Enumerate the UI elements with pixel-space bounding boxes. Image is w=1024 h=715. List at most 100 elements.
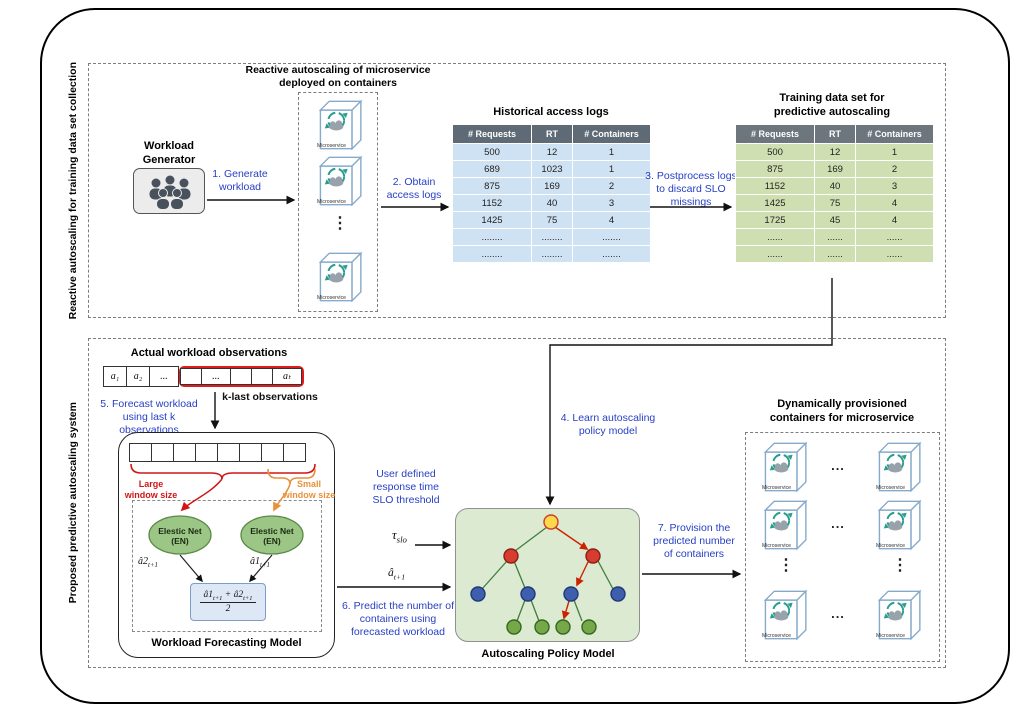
tau: τ: [392, 527, 397, 542]
step-2-label: 2. Obtain access logs: [386, 176, 442, 202]
microservice-label: Microservice: [761, 633, 792, 639]
small-window-arrow: [273, 483, 291, 512]
table-row: .......................: [453, 229, 650, 245]
en-name: Elestic Net: [158, 526, 202, 536]
elastic-net-right-label: Elestic Net (EN): [240, 526, 304, 546]
obs-cell: [230, 368, 252, 385]
cell: 75: [532, 212, 572, 228]
col-containers: # Containers: [573, 125, 650, 143]
forecast-internal-graphics: [130, 463, 316, 583]
cell: 1: [573, 161, 650, 177]
cell: 169: [815, 161, 855, 177]
observations-title: Actual workload observations: [130, 347, 288, 359]
microservice-icon: Microservice: [311, 96, 365, 154]
header-row: # Requests RT # Containers: [453, 125, 650, 143]
cell: .......: [573, 246, 650, 262]
elastic-net-left-ellipse: [148, 515, 212, 555]
cell: 1: [573, 144, 650, 160]
tree-path-arrow: [576, 561, 589, 587]
cell: ......: [856, 246, 933, 262]
policy-model-title: Autoscaling Policy Model: [481, 648, 615, 660]
vertical-ellipsis: ⋮: [778, 557, 794, 574]
cell: 12: [532, 144, 572, 160]
historical-logs-title: Historical access logs: [493, 106, 609, 118]
cell: 1: [856, 144, 933, 160]
provisioned-containers-box: [745, 432, 940, 662]
figure-outer-border: [40, 8, 1010, 704]
horizontal-ellipsis: ...: [831, 516, 845, 531]
tree-root-node: [543, 514, 559, 530]
col-containers: # Containers: [856, 125, 933, 143]
a2-to-average-arrow: [179, 554, 203, 583]
model-window-strip: [129, 443, 306, 462]
cell: 875: [453, 178, 531, 194]
large-window-arrow: [180, 478, 223, 512]
microservice-label: Microservice: [316, 199, 347, 205]
workload-generator-title: Workload Generator: [142, 140, 196, 166]
microservice-stack-box: [298, 92, 378, 312]
cell: ........: [532, 246, 572, 262]
tau-sub: slo: [396, 534, 407, 545]
n1: â1: [203, 589, 214, 600]
cell: ......: [856, 229, 933, 245]
cell: ........: [453, 246, 531, 262]
tree-node-blue: [520, 586, 536, 602]
vertical-ellipsis: ⋮: [892, 557, 908, 574]
step-6-label: 6. Predict the number of containers usin…: [341, 600, 455, 639]
tree-path-arrow: [554, 526, 589, 550]
formula-denominator: 2: [225, 604, 231, 615]
cell: ........: [532, 229, 572, 245]
a1-to-average-arrow: [249, 554, 273, 583]
window-cell: [283, 443, 306, 462]
top-section-label: Reactive autoscaling for training data s…: [64, 62, 82, 319]
cell: 40: [815, 178, 855, 194]
workload-generator-icon: [133, 168, 205, 214]
cell: 75: [815, 195, 855, 211]
a-hat-symbol: ât+1: [388, 567, 405, 581]
training-data-collection-section: [88, 63, 946, 318]
tree-node-red: [585, 548, 601, 564]
small-window-label: Small window size: [282, 479, 336, 500]
n2: â2: [233, 589, 244, 600]
cell: 2: [856, 161, 933, 177]
cell: ......: [736, 229, 814, 245]
cell: ......: [736, 246, 814, 262]
microservice-icon: Microservice: [311, 248, 365, 306]
tree-edge: [573, 599, 583, 622]
cell: ......: [815, 246, 855, 262]
n1-sub: t+1: [213, 594, 223, 602]
a-hat: â: [388, 567, 394, 579]
step-3-label: 3. Postprocess logs to discard SLO missi…: [645, 170, 737, 209]
microservice-icon: Microservice: [870, 496, 924, 554]
obs-cell: a₂: [126, 366, 150, 387]
cell: 169: [532, 178, 572, 194]
cell: 500: [736, 144, 814, 160]
step-1-label: 1. Generate workload: [212, 168, 268, 194]
cell: 875: [736, 161, 814, 177]
cell: 1023: [532, 161, 572, 177]
microservice-icon: Microservice: [870, 438, 924, 496]
cell: 4: [856, 195, 933, 211]
vertical-ellipsis: ⋮: [332, 215, 348, 232]
cell: ......: [815, 229, 855, 245]
microservice-label: Microservice: [316, 143, 347, 149]
cell: ........: [453, 229, 531, 245]
cell: 45: [815, 212, 855, 228]
microservice-icon: Microservice: [870, 586, 924, 644]
bottom-section-label: Proposed predictive autoscaling system: [64, 338, 82, 668]
tree-node-red: [503, 548, 519, 564]
a-hat-sub: t+1: [393, 572, 406, 582]
slo-threshold-label: User defined response time SLO threshold: [372, 468, 440, 507]
cell: 1425: [453, 212, 531, 228]
tree-leaf-green: [506, 619, 522, 635]
elastic-net-dashed-box: [132, 500, 322, 632]
en-abbr: (EN): [171, 536, 189, 547]
microservice-label: Microservice: [875, 543, 906, 549]
formula-numerator: â1t+1 + â2t+1: [199, 589, 257, 604]
tau-slo-symbol: τslo: [392, 527, 407, 545]
